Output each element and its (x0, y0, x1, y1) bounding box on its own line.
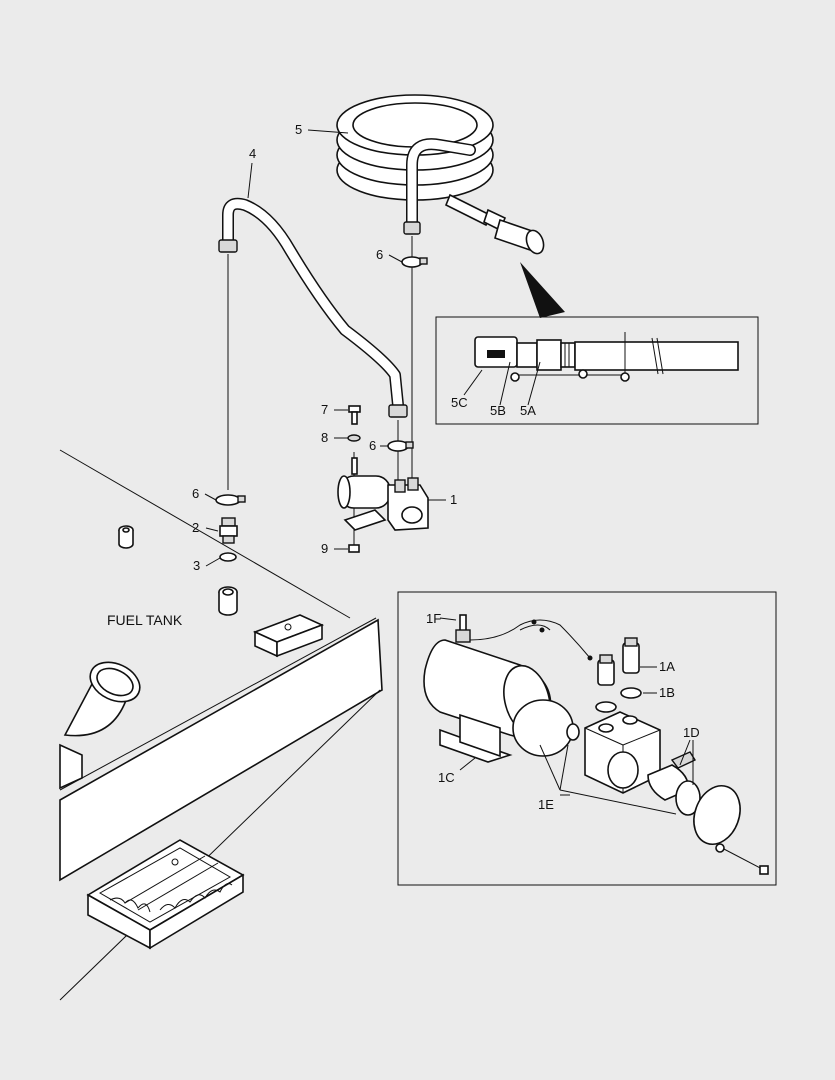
hose-detail (474, 332, 739, 382)
fuel-tank-label: FUEL TANK (107, 612, 183, 628)
sender-tray (86, 839, 245, 950)
callout-1a: 1A (659, 659, 675, 674)
callout-labels: 5 4 6 7 8 6 6 2 3 9 1 5C 5B 5A 1F 1A 1B … (192, 122, 700, 812)
o-ring (219, 552, 237, 562)
callout-5b: 5B (490, 403, 506, 418)
callout-1d: 1D (683, 725, 700, 740)
pump-exploded (423, 614, 769, 875)
callout-5a: 5A (520, 403, 536, 418)
callout-1c: 1C (438, 770, 455, 785)
detail-box-hose (435, 316, 759, 425)
callout-3: 3 (193, 558, 200, 573)
tank-side-panel (59, 618, 383, 882)
washer (347, 434, 361, 442)
fuel-pump (337, 457, 429, 531)
callout-1f: 1F (426, 611, 441, 626)
callout-9: 9 (321, 541, 328, 556)
fuel-tank: FUEL TANK (59, 449, 383, 1001)
detail-pointer (520, 262, 565, 318)
detail-box-pump (397, 591, 777, 886)
callout-1b: 1B (659, 685, 675, 700)
hose-clamp (401, 256, 428, 268)
hose-clamp (387, 440, 414, 452)
callout-2: 2 (192, 520, 199, 535)
cooling-coil (336, 94, 545, 255)
callout-6: 6 (369, 438, 376, 453)
tank-block (252, 614, 325, 658)
nut (348, 544, 360, 553)
callout-6: 6 (376, 247, 383, 262)
callout-4: 4 (249, 146, 256, 161)
coil-connector (483, 208, 545, 255)
callout-5: 5 (295, 122, 302, 137)
fuel-tube (218, 197, 408, 418)
callout-6: 6 (192, 486, 199, 501)
bolt (348, 405, 361, 425)
callout-1: 1 (450, 492, 457, 507)
hose-clamp (215, 494, 246, 506)
tank-edge-line (59, 449, 351, 619)
filler-neck (63, 661, 141, 737)
tank-bushing (218, 586, 238, 616)
leader-lines (204, 129, 694, 785)
callout-1e: 1E (538, 797, 554, 812)
callout-7: 7 (321, 402, 328, 417)
callout-5c: 5C (451, 395, 468, 410)
fitting (219, 517, 238, 544)
callout-8: 8 (321, 430, 328, 445)
tank-bushing-small (118, 525, 134, 549)
